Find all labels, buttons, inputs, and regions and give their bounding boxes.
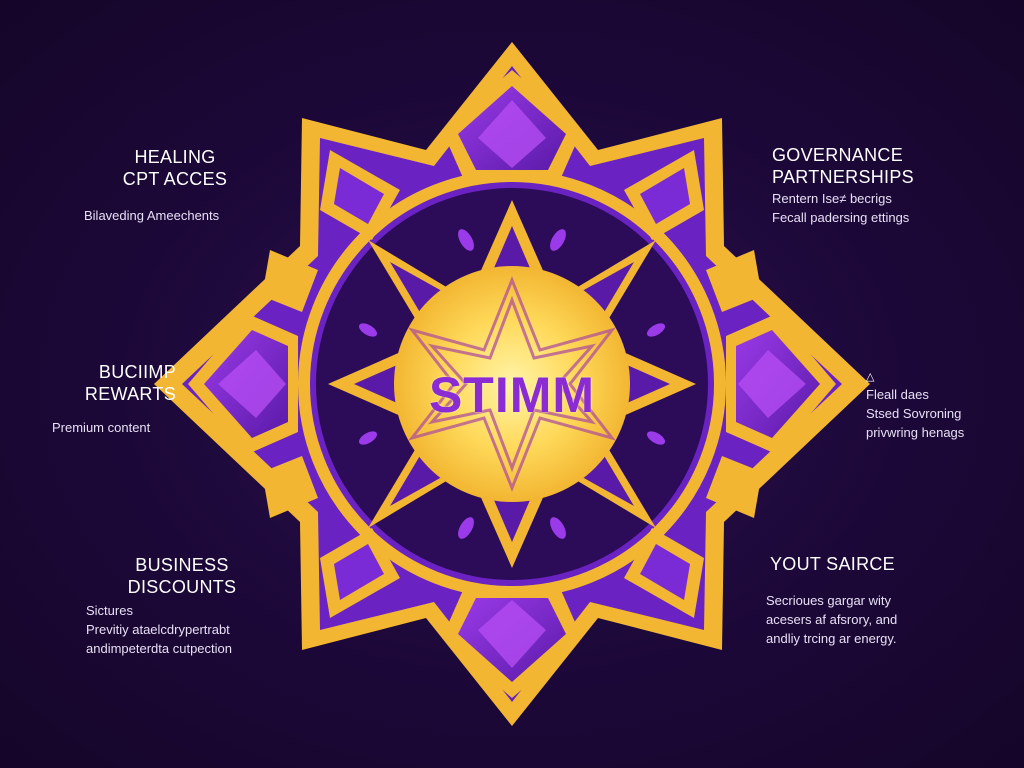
central-sun xyxy=(394,266,630,502)
label-mid-left-sub: Premium content xyxy=(52,417,150,436)
label-mid-right-sub-3: privwring henags xyxy=(866,425,965,440)
bell-icon: △ xyxy=(866,371,875,383)
label-bottom-left-sub-3: andimpeterdta cutpection xyxy=(86,641,232,656)
label-bottom-left-heading-1: BUSINESS xyxy=(135,555,229,575)
label-mid-left-heading-2: REWARTS xyxy=(84,384,176,404)
label-mid-right-sub-1: Fleall daes xyxy=(866,387,929,402)
label-mid-left-sub-1: Premium content xyxy=(52,420,151,435)
label-top-left: HEALING CPT ACCES xyxy=(100,146,250,190)
label-bottom-right-heading-1: YOUT SAIRCE xyxy=(770,554,895,574)
label-top-right: GOVERNANCE PARTNERSHIPS Rentern Ise≠ beс… xyxy=(772,144,914,226)
label-top-right-sub-1: Rentern Ise≠ beсrigs xyxy=(772,191,892,206)
label-bottom-left-heading-2: DISCOUNTS xyxy=(127,577,237,597)
label-mid-right-sub-2: Stsed Sovroning xyxy=(866,406,962,421)
label-top-right-heading-2: PARTNERSHIPS xyxy=(772,167,914,187)
label-top-right-heading-1: GOVERNANCE xyxy=(772,145,904,165)
cardinal-petals xyxy=(188,70,836,698)
center-title: STIMM xyxy=(428,367,596,423)
label-mid-left-heading-1: BUCIIMP xyxy=(98,362,176,382)
central-star xyxy=(408,275,616,493)
label-mid-left: BUCIIMP REWARTS xyxy=(66,361,176,405)
label-top-left-sub: Bilaveding Ameechents xyxy=(84,205,219,224)
label-top-left-heading-1: HEALING xyxy=(134,147,216,167)
label-bottom-right-sub-1: Secrioues gargar wity xyxy=(766,593,891,608)
label-bottom-right: YOUT SAIRCE xyxy=(770,553,895,575)
ring-leaf-glyphs xyxy=(358,229,666,539)
label-bottom-right-sub-2: acesers af afsrory, and xyxy=(766,612,898,627)
label-bottom-left-sub: Sictures Previtiy ataelcdrypertrabt andi… xyxy=(86,600,232,657)
outer-ring xyxy=(298,170,726,598)
label-bottom-left: BUSINESS DISCOUNTS xyxy=(118,554,246,598)
label-top-left-sub-1: Bilaveding Ameechents xyxy=(84,208,220,223)
label-mid-right: △ Fleall daes Stsed Sovroning privwring … xyxy=(866,370,964,441)
label-bottom-right-sub-3: andliy trcing ar energy. xyxy=(766,631,897,646)
label-bottom-left-sub-1: Sictures xyxy=(86,603,133,618)
diagonal-accents-inner xyxy=(334,168,690,600)
label-bottom-right-sub: Secrioues gargar wity acesers af afsrory… xyxy=(766,590,897,647)
label-top-left-heading-2: CPT ACCES xyxy=(122,169,228,189)
label-bottom-left-sub-2: Previtiy ataelcdrypertrabt xyxy=(86,622,230,637)
label-top-right-sub-2: Fecall padersing ettings xyxy=(772,210,910,225)
